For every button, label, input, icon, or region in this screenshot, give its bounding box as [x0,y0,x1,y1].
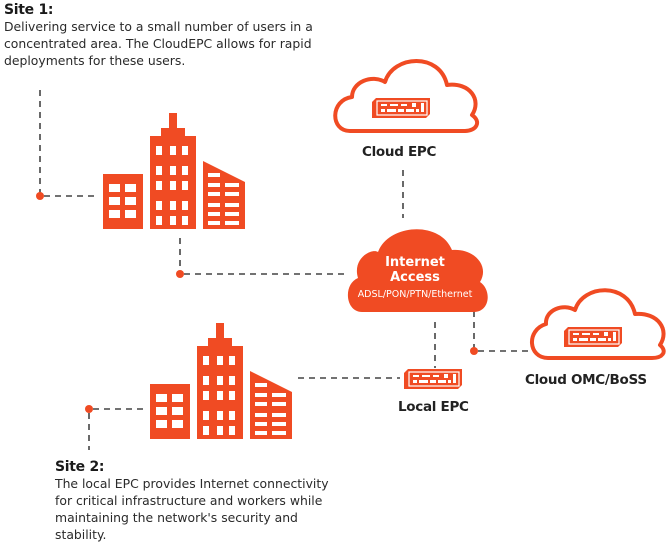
cloud-epc-server-icon [371,97,431,119]
site1-description-line: deployments for these users. [4,53,186,68]
cloud-epc-label: Cloud EPC [362,144,437,160]
site1-description-line: Delivering service to a small number of … [4,19,313,34]
site1-info: Site 1: Delivering service to a small nu… [4,2,313,69]
site2-description-line: maintaining the network's security and [55,510,298,525]
site2-description-line: for critical infrastructure and workers … [55,493,323,508]
connector-dot-omc [470,347,478,355]
site2-buildings-icon [150,323,292,439]
site2-info: Site 2: The local EPC provides Internet … [55,459,329,543]
cloud-omc-cloud-icon [530,288,666,360]
internet-access-title-1: Internet [385,255,445,270]
site1-description: Delivering service to a small number of … [4,18,313,69]
internet-access-label: Internet Access ADSL/PON/PTN/Ethernet [345,255,485,301]
cloud-omc-label: Cloud OMC/BoSS [525,372,647,388]
site1-title: Site 1: [4,2,54,18]
connector-dot-buildings1 [176,270,184,278]
local-epc-label: Local EPC [398,399,469,415]
internet-access-cloud-icon [347,229,488,312]
connector-dot-site1 [36,192,44,200]
internet-access-title-2: Access [390,270,440,285]
site1-description-line: concentrated area. The CloudEPC allows f… [4,36,312,51]
cloud-epc-cloud-icon [333,59,480,133]
site1-buildings-icon [103,113,245,229]
connector-dot-site2 [85,405,93,413]
site2-description: The local EPC provides Internet connecti… [55,475,329,543]
site2-description-line: The local EPC provides Internet connecti… [55,476,329,491]
cloud-omc-server-icon [563,326,623,348]
local-epc-server-icon [403,368,463,390]
connectors [39,90,528,450]
internet-access-subtitle: ADSL/PON/PTN/Ethernet [357,289,473,300]
site2-title: Site 2: [55,459,105,475]
site2-description-line: stability. [55,527,107,542]
